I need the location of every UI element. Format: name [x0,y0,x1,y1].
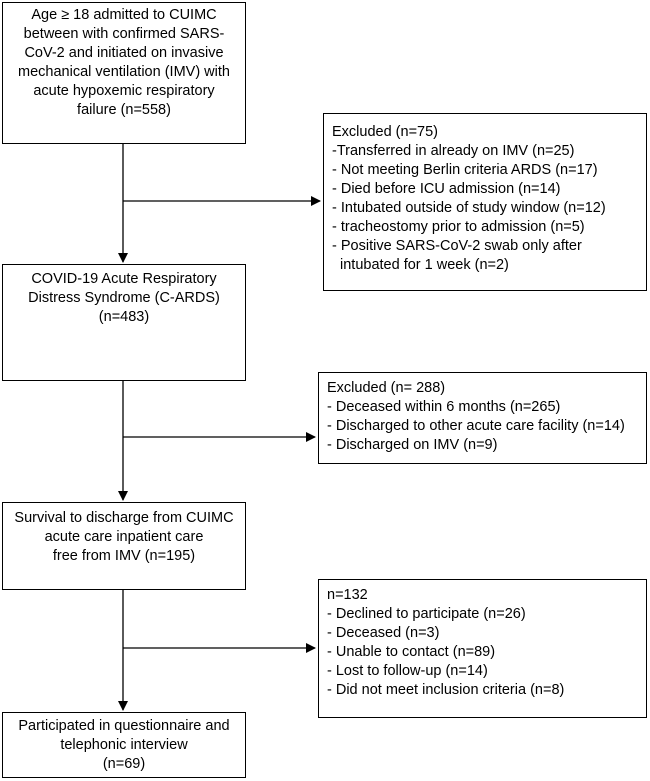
box-line: - tracheostomy prior to admission (n=5) [332,219,585,235]
box-line: Excluded (n=75) [332,124,438,140]
box-line: telephonic interview [60,737,188,753]
box-line: Distress Syndrome (C-ARDS) [28,290,220,306]
box-line: Excluded (n= 288) [327,380,446,396]
box-line: - Intubated outside of study window (n=1… [332,200,606,216]
excluded2-box: Excluded (n= 288) - Deceased within 6 mo… [318,372,647,464]
box-line: acute care inpatient care [44,529,204,545]
excluded3-box: n=132 - Declined to participate (n=26) -… [318,579,647,718]
box-line: (n=69) [102,756,146,772]
box-line: intubated for 1 week (n=2) [340,257,509,273]
box-line: - Deceased within 6 months (n=265) [327,399,561,415]
survival-box: Survival to discharge from CUIMC acute c… [2,502,246,590]
excluded1-box: Excluded (n=75) -Transferred in already … [323,113,647,291]
box-line: - Died before ICU admission (n=14) [332,181,561,197]
box-line: - Declined to participate (n=26) [327,606,526,622]
box-line: Survival to discharge from CUIMC [14,510,234,526]
box-line: - Deceased (n=3) [327,625,440,641]
box-line: Age ≥ 18 admitted to CUIMC [31,7,217,23]
box-line: - Positive SARS-CoV-2 swab only after [332,238,582,254]
box-line: between with confirmed SARS- [23,26,225,42]
cards-box: COVID-19 Acute Respiratory Distress Synd… [2,264,246,381]
enrolled-box: Age ≥ 18 admitted to CUIMC between with … [2,2,246,144]
box-line: mechanical ventilation (IMV) with [18,64,230,80]
box-line: - Lost to follow-up (n=14) [327,663,488,679]
box-line: free from IMV (n=195) [52,548,196,564]
box-line: CoV-2 and initiated on invasive [24,45,224,61]
box-line: - Discharged to other acute care facilit… [327,418,625,434]
box-line: - Not meeting Berlin criteria ARDS (n=17… [332,162,598,178]
box-line: - Discharged on IMV (n=9) [327,437,498,453]
box-line: n=132 [327,587,368,603]
box-line: COVID-19 Acute Respiratory [31,271,217,287]
box-line: -Transferred in already on IMV (n=25) [332,143,575,159]
box-line: acute hypoxemic respiratory [33,83,215,99]
box-line: failure (n=558) [77,102,171,118]
box-line: Participated in questionnaire and [18,718,230,734]
box-line: - Unable to contact (n=89) [327,644,496,660]
participated-box: Participated in questionnaire and teleph… [2,712,246,778]
box-line: - Did not meet inclusion criteria (n=8) [327,682,565,698]
box-line: (n=483) [98,309,150,325]
